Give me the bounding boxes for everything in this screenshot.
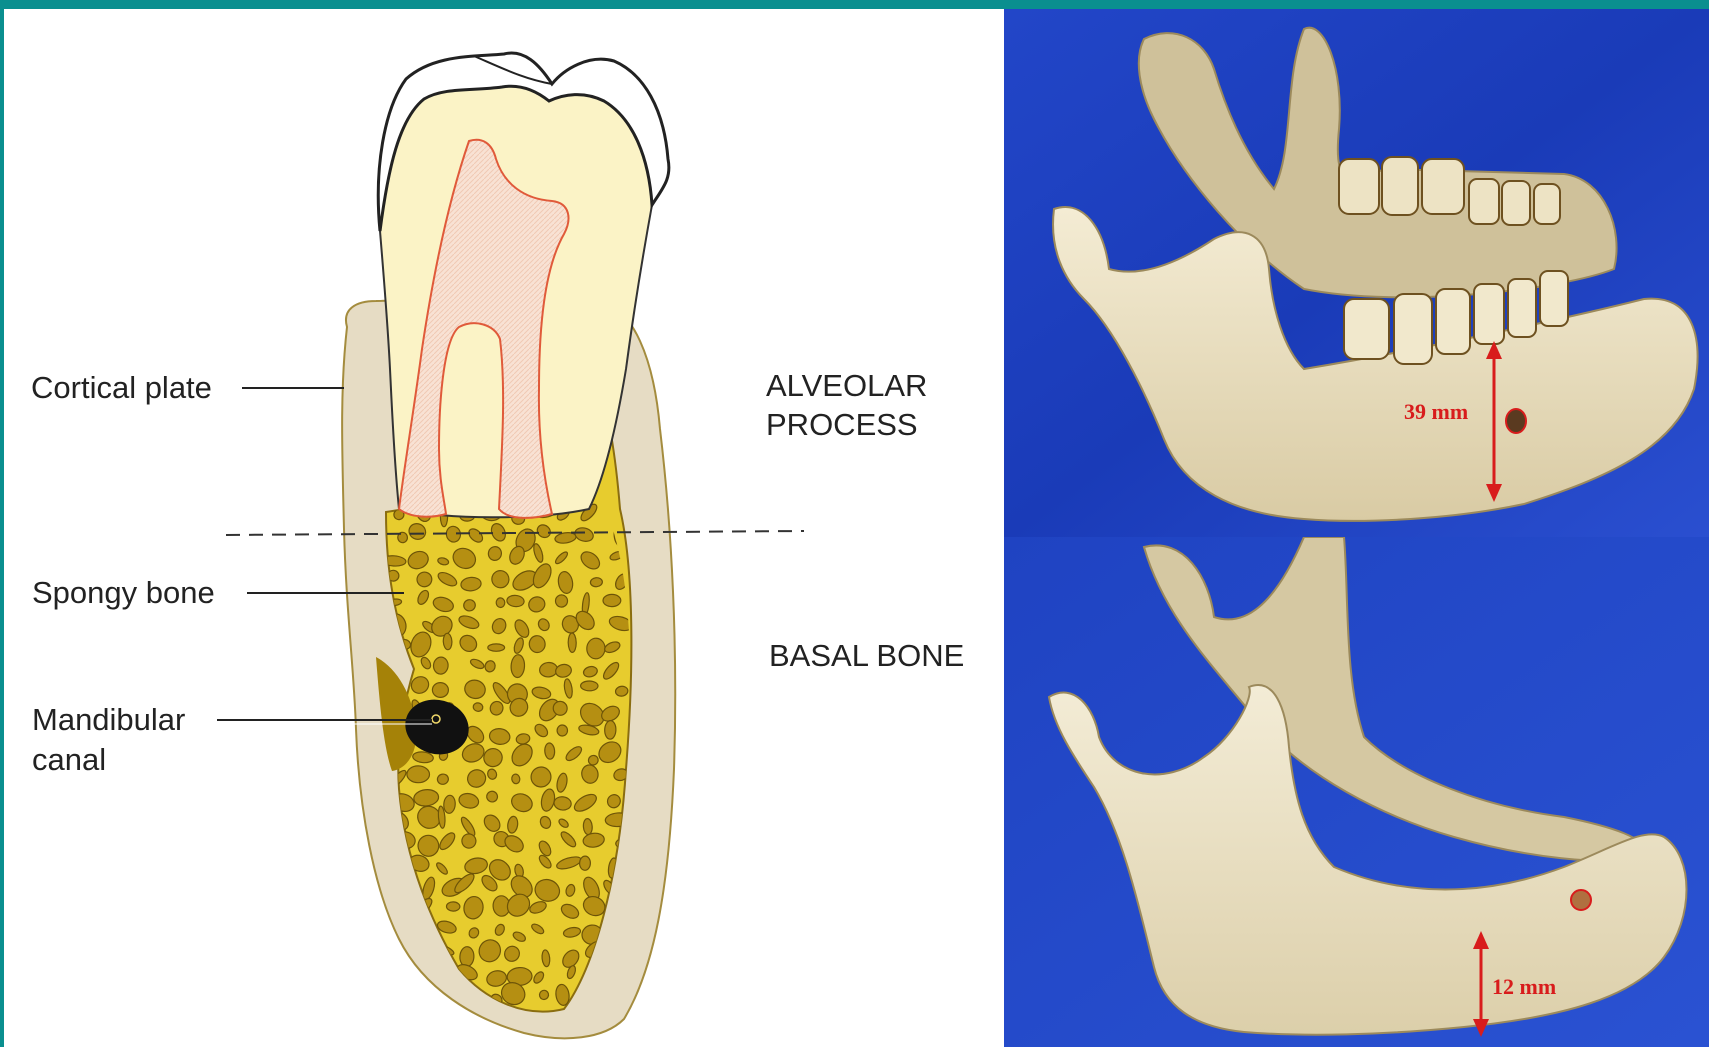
trabecular-space bbox=[604, 720, 616, 739]
trabecular-space bbox=[389, 995, 404, 1010]
trabecular-space bbox=[557, 725, 568, 736]
trabecular-space bbox=[496, 598, 505, 608]
mental-foramen-marker-bottom bbox=[1571, 890, 1591, 910]
cortical-plate-label: Cortical plate bbox=[31, 369, 212, 407]
trabecular-space bbox=[586, 638, 605, 660]
trabecular-space bbox=[443, 633, 452, 650]
photo-dentate-mandible: 39 mm bbox=[1004, 9, 1709, 537]
photo-bottom-svg: 12 mm bbox=[1004, 537, 1709, 1047]
photo-top-svg: 39 mm bbox=[1004, 9, 1709, 537]
mandibular-canal-label-line1: Mandibular bbox=[32, 701, 185, 739]
trabecular-space bbox=[392, 972, 413, 989]
trabecular-space bbox=[407, 766, 430, 783]
trabecular-space bbox=[420, 990, 436, 1004]
mental-foramen-marker-top bbox=[1506, 409, 1526, 433]
trabecular-space bbox=[432, 682, 449, 698]
alveolar-process-label-line1: ALVEOLAR bbox=[766, 367, 927, 405]
trabecular-space bbox=[579, 856, 590, 871]
trabecular-space bbox=[459, 946, 474, 967]
trabecular-space bbox=[555, 594, 568, 607]
cross-section-diagram: Cortical plate Spongy bone Mandibular ca… bbox=[4, 9, 1004, 1047]
mandibular-canal-label-line2: canal bbox=[32, 741, 106, 779]
measurement-label-12: 12 mm bbox=[1492, 974, 1556, 999]
diagram-svg bbox=[4, 9, 1004, 1047]
basal-bone-label: BASAL BONE bbox=[769, 637, 964, 675]
trabecular-space bbox=[581, 681, 599, 691]
trabecular-space bbox=[446, 902, 460, 911]
photo-edentulous-mandible: 12 mm bbox=[1004, 537, 1709, 1047]
trabecular-space bbox=[603, 594, 621, 607]
alveolar-process-label-line2: PROCESS bbox=[766, 406, 918, 444]
trabecular-space bbox=[544, 743, 555, 760]
trabecular-space bbox=[488, 644, 505, 651]
spongy-bone-label: Spongy bone bbox=[32, 574, 215, 612]
measurement-label-39: 39 mm bbox=[1404, 399, 1468, 424]
trabecular-space bbox=[568, 633, 576, 653]
